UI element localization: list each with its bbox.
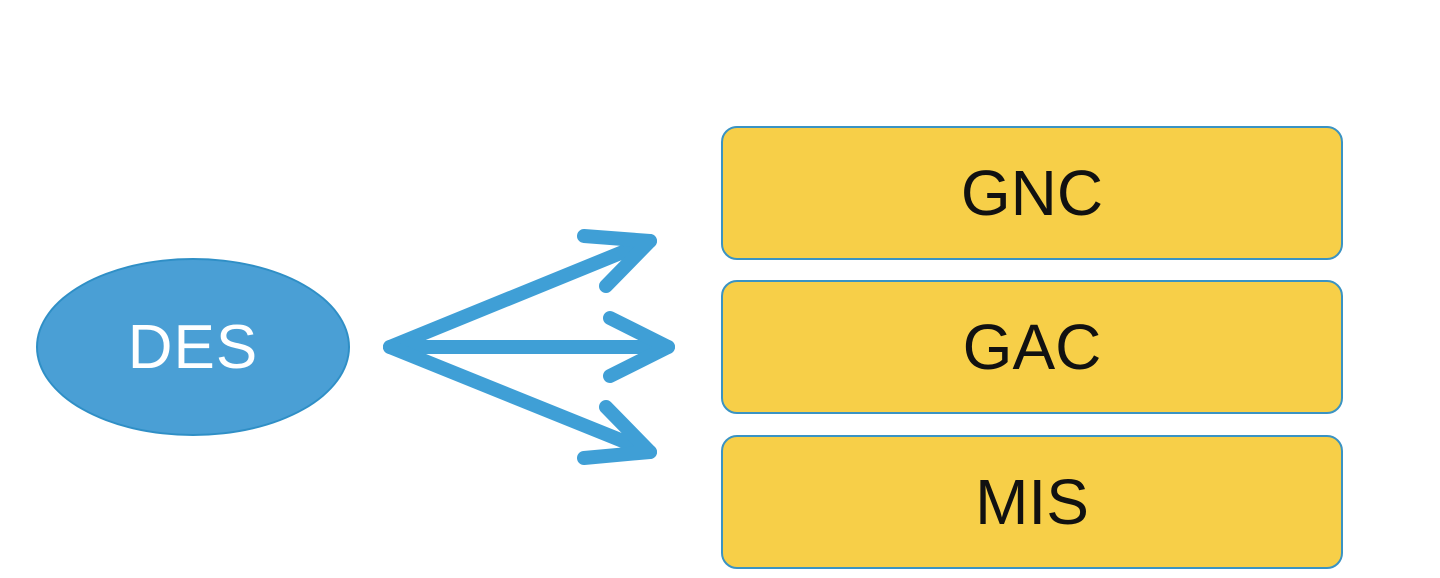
gnc-box: GNC <box>721 126 1343 260</box>
arrow-to-gac-head <box>603 311 675 383</box>
mis-label: MIS <box>975 466 1089 538</box>
gac-box: GAC <box>721 280 1343 414</box>
arrow-to-gnc <box>383 234 657 354</box>
arrow-to-mis <box>383 340 657 459</box>
arrow-to-gnc-head <box>577 229 657 293</box>
des-node: DES <box>36 258 350 436</box>
arrow-to-mis-head <box>577 400 657 465</box>
gnc-label: GNC <box>960 157 1104 229</box>
gac-label: GAC <box>962 311 1102 383</box>
des-label: DES <box>127 312 259 382</box>
mis-box: MIS <box>721 435 1343 569</box>
